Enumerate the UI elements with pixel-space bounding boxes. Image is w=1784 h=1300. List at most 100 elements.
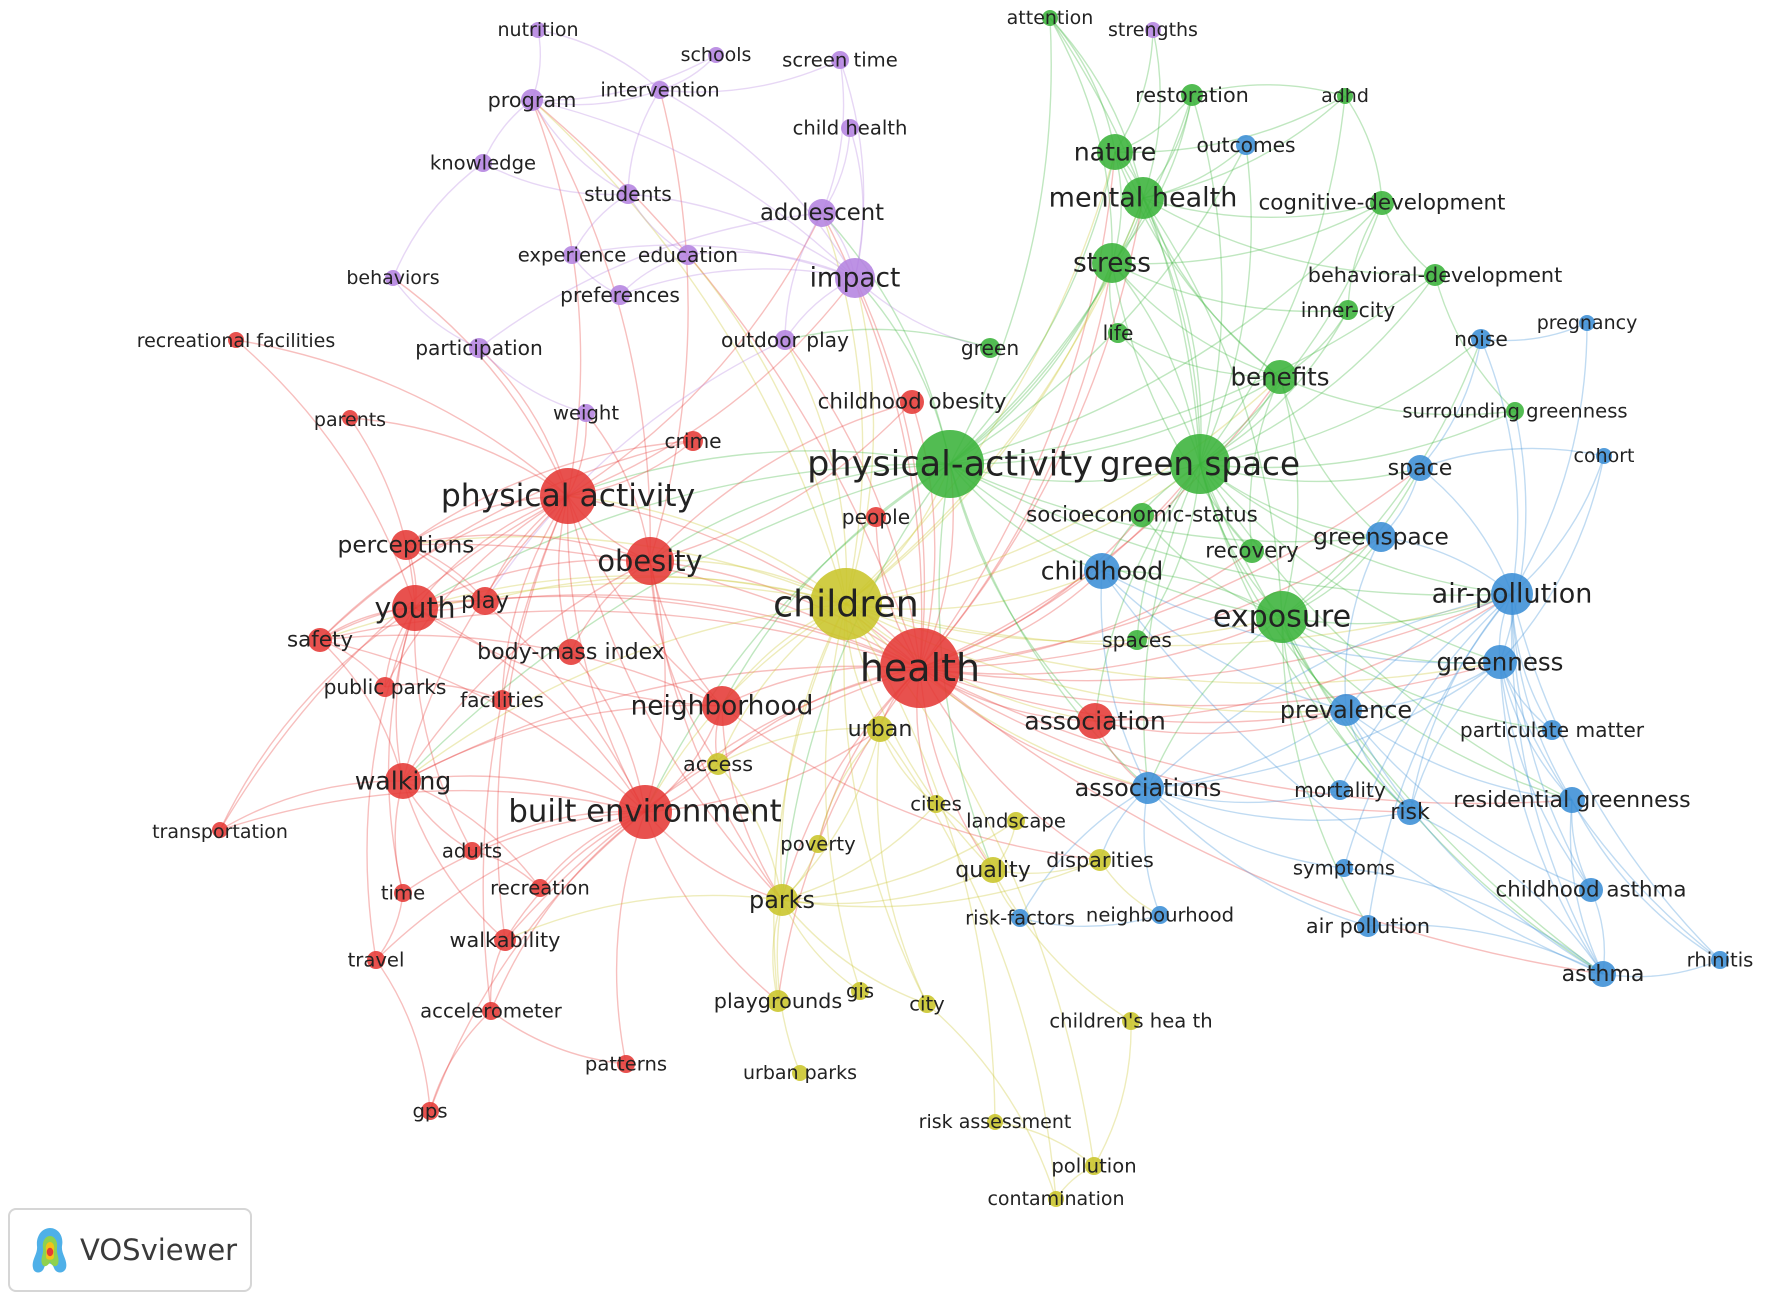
node-recovery[interactable] [1240, 539, 1264, 563]
node-nature[interactable] [1097, 134, 1133, 170]
node-built-environment[interactable] [618, 785, 672, 839]
node-rhinitis[interactable] [1711, 951, 1729, 969]
node-outdoor-play[interactable] [775, 330, 795, 350]
node-asthma[interactable] [1590, 961, 1616, 987]
node-weight[interactable] [577, 404, 595, 422]
node-city[interactable] [918, 995, 936, 1013]
node-youth[interactable] [392, 585, 438, 631]
node-contamination[interactable] [1048, 1191, 1064, 1207]
node-body-mass-index[interactable] [558, 639, 584, 665]
node-intervention[interactable] [651, 81, 669, 99]
node-pregnancy[interactable] [1579, 315, 1595, 331]
node-crime[interactable] [683, 431, 703, 451]
node-symptoms[interactable] [1335, 859, 1353, 877]
node-gps[interactable] [421, 1102, 439, 1120]
node-spaces[interactable] [1127, 630, 1147, 650]
node-access[interactable] [707, 753, 729, 775]
node-surrounding-greenness[interactable] [1506, 402, 1524, 420]
node-knowledge[interactable] [474, 154, 492, 172]
node-noise[interactable] [1471, 329, 1491, 349]
node-quality[interactable] [980, 857, 1006, 883]
node-adhd[interactable] [1337, 88, 1353, 104]
node-green-space[interactable] [1170, 434, 1230, 494]
node-patterns[interactable] [617, 1055, 635, 1073]
node-landscape[interactable] [1007, 812, 1025, 830]
node-education[interactable] [678, 245, 698, 265]
node-program[interactable] [521, 89, 543, 111]
node-benefits[interactable] [1263, 360, 1297, 394]
node-stress[interactable] [1092, 243, 1132, 283]
node-air-pollution-2[interactable] [1357, 915, 1379, 937]
node-risk-assessment[interactable] [987, 1114, 1003, 1130]
node-physical-activity-hy[interactable] [916, 430, 984, 498]
node-greenness[interactable] [1483, 645, 1517, 679]
node-screen-time[interactable] [831, 51, 849, 69]
node-gis[interactable] [851, 982, 869, 1000]
node-accelerometer[interactable] [482, 1002, 500, 1020]
node-play[interactable] [471, 587, 499, 615]
node-childhood[interactable] [1084, 553, 1120, 589]
node-schools[interactable] [708, 47, 724, 63]
node-urban-parks[interactable] [792, 1065, 808, 1081]
node-time[interactable] [394, 884, 412, 902]
node-behavioral-development[interactable] [1424, 264, 1446, 286]
node-risk-factors[interactable] [1011, 909, 1029, 927]
node-physical-activity[interactable] [540, 468, 596, 524]
node-mortality[interactable] [1330, 780, 1350, 800]
node-adolescent[interactable] [808, 199, 836, 227]
node-air-pollution[interactable] [1491, 573, 1533, 615]
node-perceptions[interactable] [391, 530, 421, 560]
node-recreational-facilities[interactable] [228, 332, 244, 348]
node-mental-health[interactable] [1122, 177, 1164, 219]
node-impact[interactable] [835, 258, 875, 298]
node-poverty[interactable] [809, 835, 827, 853]
node-obesity[interactable] [626, 537, 674, 585]
node-pollution[interactable] [1085, 1157, 1103, 1175]
node-life[interactable] [1108, 323, 1128, 343]
node-restoration[interactable] [1181, 84, 1203, 106]
node-experience[interactable] [563, 246, 581, 264]
node-adults[interactable] [463, 842, 481, 860]
node-participation[interactable] [469, 338, 489, 358]
node-transportation[interactable] [212, 822, 228, 838]
node-safety[interactable] [308, 628, 332, 652]
node-preferences[interactable] [610, 285, 630, 305]
node-walking[interactable] [385, 763, 421, 799]
node-children[interactable] [810, 568, 882, 640]
node-nutrition[interactable] [530, 22, 546, 38]
node-recreation[interactable] [531, 879, 549, 897]
node-childrens-health[interactable] [1122, 1012, 1140, 1030]
node-walkability[interactable] [494, 929, 516, 951]
node-socioeconomic-status[interactable] [1130, 503, 1154, 527]
node-urban[interactable] [867, 716, 893, 742]
node-outcomes[interactable] [1236, 135, 1256, 155]
node-risk[interactable] [1397, 799, 1423, 825]
node-neighbourhood[interactable] [1151, 906, 1169, 924]
node-people[interactable] [866, 507, 886, 527]
node-residential-greenness[interactable] [1559, 787, 1585, 813]
node-strengths[interactable] [1145, 22, 1161, 38]
node-association[interactable] [1077, 703, 1113, 739]
node-travel[interactable] [367, 951, 385, 969]
node-parks[interactable] [766, 884, 798, 916]
node-child-health[interactable] [841, 119, 859, 137]
node-cohort[interactable] [1596, 448, 1612, 464]
node-cognitive-development[interactable] [1370, 191, 1394, 215]
node-disparities[interactable] [1089, 849, 1111, 871]
node-facilities[interactable] [492, 690, 512, 710]
node-attention[interactable] [1042, 10, 1058, 26]
node-space[interactable] [1407, 455, 1433, 481]
node-childhood-obesity[interactable] [900, 390, 924, 414]
node-green[interactable] [980, 338, 1000, 358]
node-public-parks[interactable] [375, 677, 395, 697]
node-associations[interactable] [1132, 772, 1164, 804]
node-inner-city[interactable] [1338, 300, 1358, 320]
node-cities[interactable] [927, 795, 945, 813]
node-behaviors[interactable] [385, 270, 401, 286]
node-playgrounds[interactable] [767, 990, 789, 1012]
node-students[interactable] [618, 184, 638, 204]
node-exposure[interactable] [1256, 591, 1308, 643]
node-neighborhood[interactable] [702, 686, 742, 726]
node-greenspace[interactable] [1366, 522, 1396, 552]
node-prevalence[interactable] [1330, 694, 1362, 726]
